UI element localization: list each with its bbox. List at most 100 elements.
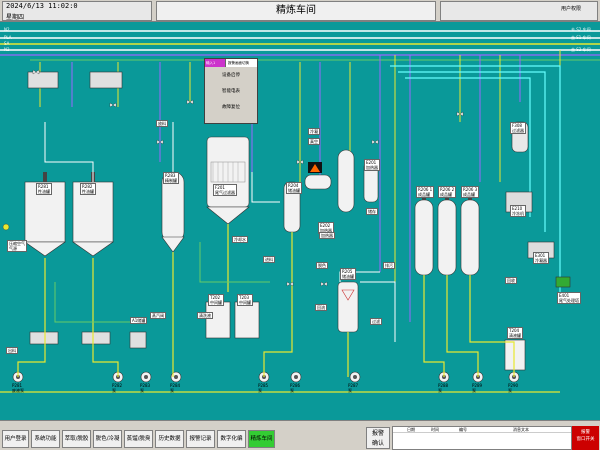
nav-button-6[interactable]: 报警记录 bbox=[186, 430, 215, 448]
user-panel[interactable]: 用户权限 bbox=[440, 1, 598, 21]
nav-button-1[interactable]: 系统功能 bbox=[31, 430, 60, 448]
pipe-bottom-1 bbox=[17, 258, 46, 377]
box-bottom-2 bbox=[81, 331, 111, 345]
pipe-white-5 bbox=[360, 281, 396, 342]
vessel-r205-x bbox=[341, 289, 355, 301]
popup-item-start-stop[interactable]: 设备启停 bbox=[222, 73, 240, 78]
box-top-2 bbox=[89, 71, 123, 89]
tank-r206-3 bbox=[460, 199, 480, 276]
pipe-label-left-2: SA bbox=[4, 41, 10, 46]
small-label-10: 出料 bbox=[6, 347, 18, 354]
filter-f201-cone bbox=[206, 206, 250, 225]
valve-3 bbox=[186, 99, 194, 105]
small-label-8: 冷凝 bbox=[308, 128, 320, 135]
label-air[interactable]: 压缩空气气源 bbox=[7, 240, 27, 252]
popup-item-smart-meter[interactable]: 智能电表 bbox=[222, 89, 240, 94]
cyan-line-1 bbox=[390, 65, 561, 302]
pipe-bottom-9 bbox=[469, 275, 515, 377]
nav-button-8[interactable]: 精炼车间 bbox=[248, 430, 275, 448]
datetime-text: 2024/6/13 11:02:0 bbox=[6, 2, 78, 10]
alarm-list-header: 日期 时间 编号 消息文本 bbox=[393, 427, 571, 433]
small-label-14: 回收 bbox=[505, 277, 517, 284]
pipe-white-3 bbox=[251, 172, 280, 203]
process-diagram: N2 PLA SA N2 去 S2 车间 去 S1 车间 去 S2 车间 输入1… bbox=[0, 22, 600, 420]
pipe-label-left-1: PLA bbox=[4, 35, 12, 40]
nav-button-3[interactable]: 脱色/冷凝 bbox=[93, 430, 122, 448]
nav-button-4[interactable]: 蒸馏/脱臭 bbox=[124, 430, 153, 448]
reactor-r281-motor bbox=[43, 172, 47, 182]
pipe-green-2 bbox=[199, 242, 270, 283]
small-label-13: 清洗液 bbox=[197, 312, 213, 319]
popup-header: 输入1 报警画面切换 bbox=[205, 59, 257, 67]
pipe-label-right-0: 去 S2 车间 bbox=[571, 27, 591, 32]
valve-6 bbox=[456, 111, 464, 117]
box-top-1 bbox=[27, 71, 59, 89]
small-label-7: 过滤 bbox=[370, 318, 382, 325]
datetime-panel: 2024/6/13 11:02:0 星期四 bbox=[2, 1, 152, 21]
alarm-col-date: 日期 bbox=[407, 427, 415, 432]
nav-button-2[interactable]: 萃取/脱胶 bbox=[62, 430, 91, 448]
nav-button-7[interactable]: 数字化编辑 bbox=[217, 430, 246, 448]
small-label-12: A1储罐 bbox=[130, 317, 148, 324]
vessel-r205 bbox=[337, 281, 359, 333]
exchanger-e201 bbox=[304, 174, 332, 190]
nav-button-5[interactable]: 历史数据 bbox=[155, 430, 184, 448]
vessel-r283-cone bbox=[161, 236, 185, 253]
footer-bar: 用户登录 系统功能 萃取/脱胶 脱色/冷凝 蒸馏/脱臭 历史数据 报警记录 数字… bbox=[0, 420, 600, 450]
equipment-popup-menu: 输入1 报警画面切换 设备启停 智能电表 故障复位 bbox=[204, 58, 258, 124]
alarm-ack-button[interactable]: 报警确认 bbox=[366, 427, 390, 449]
equipment-green bbox=[555, 276, 571, 288]
alarm-col-message: 消息文本 bbox=[513, 427, 529, 432]
popup-item-fault-reset[interactable]: 故障复位 bbox=[222, 105, 240, 110]
pid-svg bbox=[0, 30, 600, 393]
pipe-label-right-1: 去 S1 车间 bbox=[571, 35, 591, 40]
alarm-window-toggle[interactable]: 报警窗口开关 bbox=[572, 426, 599, 450]
reactor-r281-cone bbox=[24, 241, 66, 257]
user-label: 用户权限 bbox=[561, 6, 582, 12]
popup-tab-other[interactable]: 报警画面切换 bbox=[225, 59, 257, 67]
page-title: 精炼车间 bbox=[156, 1, 436, 21]
nav-button-0[interactable]: 用户登录 bbox=[2, 430, 29, 448]
small-label-11: 储存 bbox=[366, 208, 378, 215]
pipe-label-left-0: N2 bbox=[4, 27, 10, 32]
pipe-bottom-5 bbox=[263, 232, 293, 377]
alarm-list[interactable]: 日期 时间 编号 消息文本 bbox=[392, 426, 572, 450]
popup-tab-active[interactable]: 输入1 bbox=[205, 59, 225, 67]
pipe-bottom-2 bbox=[92, 258, 119, 377]
box-bottom-1 bbox=[29, 331, 59, 345]
small-label-5: 回流 bbox=[315, 304, 327, 311]
tank-t204 bbox=[504, 339, 526, 371]
valve-0 bbox=[32, 69, 40, 75]
alarm-col-id: 编号 bbox=[459, 427, 467, 432]
header-bar: 2024/6/13 11:02:0 星期四 精炼车间 用户权限 bbox=[0, 0, 600, 22]
pipe-white-1 bbox=[44, 122, 94, 182]
valve-8 bbox=[320, 281, 328, 287]
small-label-9: 真空 bbox=[308, 138, 320, 145]
pump-core-6 bbox=[353, 375, 357, 379]
pump-core-5 bbox=[294, 375, 298, 379]
valve-2 bbox=[156, 139, 164, 145]
